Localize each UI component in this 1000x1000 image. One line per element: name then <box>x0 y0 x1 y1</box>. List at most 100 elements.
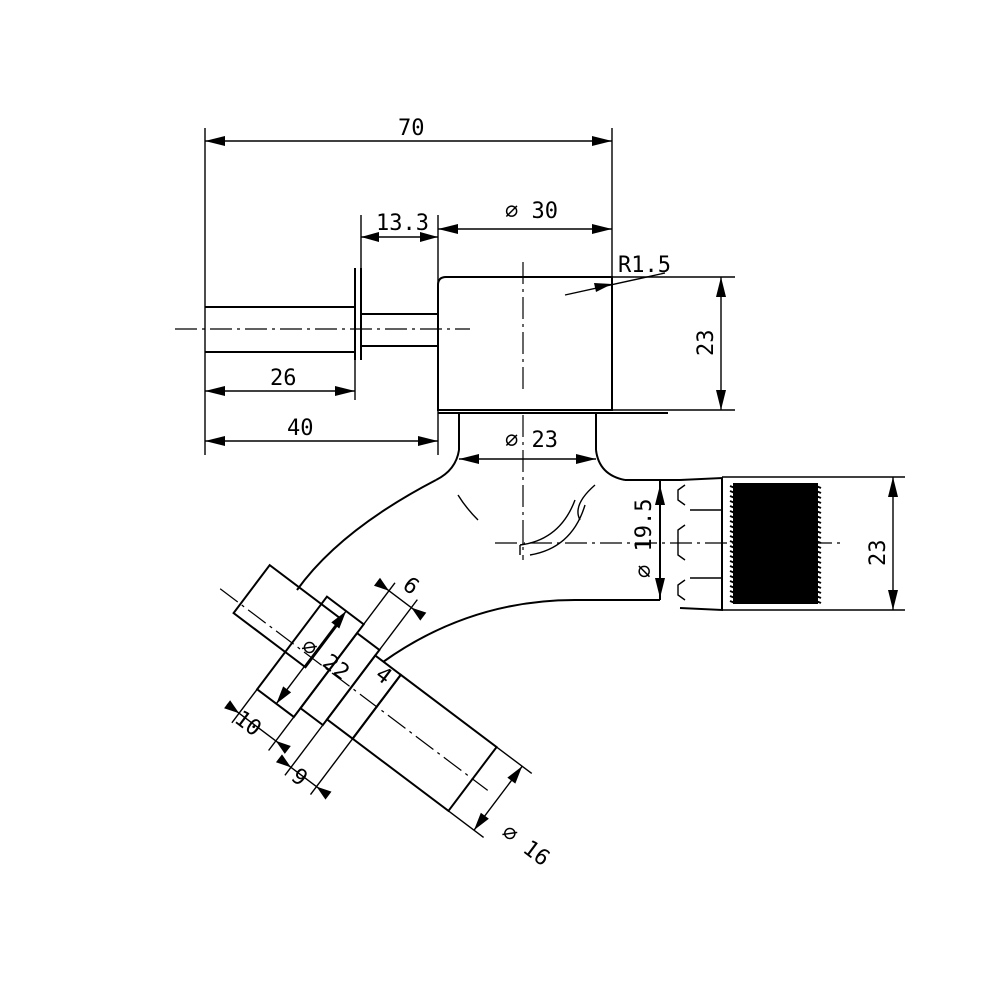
stem-part <box>175 262 613 411</box>
thread-tooth <box>815 520 822 524</box>
arrow <box>576 454 596 464</box>
arrow <box>592 224 612 234</box>
thread-tooth <box>815 490 822 494</box>
branch-lower-edge <box>382 599 660 663</box>
inner-arc-2 <box>529 504 586 556</box>
dim-23-head: 23 <box>694 330 719 357</box>
thread-tooth <box>815 595 822 599</box>
head-block <box>437 276 613 411</box>
thread-tooth <box>729 590 736 594</box>
dim-diameter-30: ∅ 30 <box>505 199 558 224</box>
dimensions: 70 13.3 ∅ 30 R1.5 23 26 40 <box>204 116 898 610</box>
arrow <box>316 786 332 800</box>
arrow <box>224 700 240 714</box>
body-outer-curve <box>296 479 437 591</box>
arrow <box>205 136 225 146</box>
inner-hint-left <box>457 494 479 521</box>
thread-tooth <box>729 510 736 514</box>
ext-ring-bottom <box>309 738 354 796</box>
arrow <box>474 812 489 831</box>
arrow <box>888 477 898 497</box>
thread-tooth <box>729 495 736 499</box>
dim-line-4 <box>374 654 402 676</box>
thread-tooth <box>729 545 736 549</box>
ext-tip-right <box>496 746 533 775</box>
arrow <box>716 390 726 410</box>
arrow <box>655 485 665 505</box>
thread-tooth <box>729 570 736 574</box>
ext-collar-bottom <box>268 716 295 751</box>
thread-tooth <box>815 555 822 559</box>
outlet-branch <box>232 563 343 669</box>
thread-tooth <box>815 560 822 564</box>
thread-tooth <box>729 575 736 579</box>
thread-tooth <box>729 600 736 604</box>
dim-line-22 <box>275 610 347 705</box>
collar <box>232 563 343 669</box>
arrow <box>716 277 726 297</box>
dim-radius: R1.5 <box>618 253 671 278</box>
thread-tooth <box>815 530 822 534</box>
arrow <box>418 436 438 446</box>
thread-tooth <box>815 485 822 489</box>
thread-tooth <box>815 575 822 579</box>
thread-tooth <box>729 565 736 569</box>
dim-diameter-19-5: ∅ 19.5 <box>632 499 657 578</box>
ext-collar-top <box>231 688 258 724</box>
thread-tooth <box>729 505 736 509</box>
thread-tooth <box>729 585 736 589</box>
arrow <box>275 754 291 768</box>
neck <box>361 313 439 347</box>
thread-tooth <box>815 565 822 569</box>
thread-fitting <box>495 476 905 612</box>
thread-tooth <box>729 520 736 524</box>
thread-tooth <box>729 500 736 504</box>
thread-tooth <box>729 515 736 519</box>
thread-tooth <box>815 505 822 509</box>
thread-tooth <box>729 555 736 559</box>
thread-tooth <box>729 525 736 529</box>
thread-tooth <box>729 485 736 489</box>
arrow <box>592 136 612 146</box>
arrow <box>331 611 347 629</box>
thread-tooth <box>729 535 736 539</box>
dim-diameter-16: ∅ 16 <box>497 820 554 872</box>
arrow <box>276 686 292 704</box>
body-part <box>296 412 680 663</box>
thread-tooth <box>729 530 736 534</box>
dim-diameter-23: ∅ 23 <box>505 428 558 453</box>
arrow <box>275 740 291 754</box>
arrow <box>205 436 225 446</box>
thread-tooth <box>815 550 822 554</box>
thread-tooth <box>815 545 822 549</box>
shoulder <box>354 268 362 360</box>
thread-tooth <box>815 585 822 589</box>
thread-teeth <box>729 485 822 604</box>
arrow <box>507 766 523 784</box>
thread-tooth <box>815 535 822 539</box>
groove-3 <box>677 579 686 601</box>
inner-hint-right <box>577 484 596 521</box>
thread-tooth <box>815 510 822 514</box>
dim-6: 6 <box>398 572 424 600</box>
thread-tooth <box>815 590 822 594</box>
arrow <box>594 283 612 292</box>
arrow <box>373 577 389 591</box>
thread-tooth <box>815 515 822 519</box>
inner-arc-1 <box>519 499 576 546</box>
ext-offset-top <box>363 582 396 625</box>
arrow <box>438 224 458 234</box>
thread-tooth <box>815 600 822 604</box>
dim-40: 40 <box>287 416 314 441</box>
dim-26: 26 <box>270 366 297 391</box>
fitting-body <box>679 476 723 612</box>
arrow <box>459 454 479 464</box>
neck-left-flare <box>435 449 460 481</box>
groove-1 <box>677 484 686 506</box>
thread-tooth <box>815 525 822 529</box>
outlet-dimensions: 10 ∅ 22 9 4 6 ∅ 16 <box>224 572 554 872</box>
arrow <box>420 232 438 242</box>
outlet-centerline <box>219 588 489 791</box>
